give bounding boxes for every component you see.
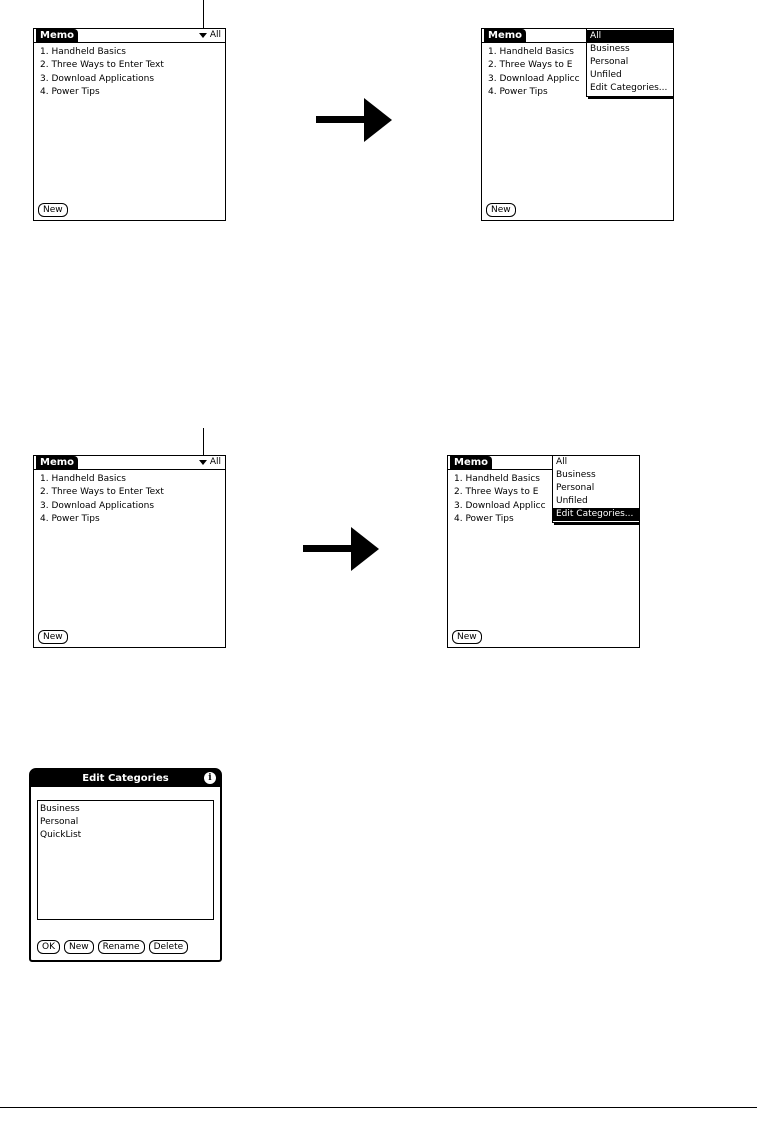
- list-item[interactable]: 2. Three Ways to E: [488, 60, 573, 71]
- titlebar: Memo All: [34, 456, 225, 470]
- memo-list: 1. Handheld Basics 2. Three Ways to Ente…: [40, 46, 164, 99]
- list-item[interactable]: QuickList: [40, 830, 82, 840]
- app-title: Memo: [36, 456, 79, 469]
- memo-screen-2: Memo 1. Handheld Basics 2. Three Ways to…: [481, 28, 674, 221]
- category-list: Business Personal QuickList: [37, 800, 214, 920]
- category-option-all[interactable]: All: [556, 457, 568, 467]
- arrow-right-1: [316, 98, 392, 142]
- memo-screen-1: Memo All 1. Handheld Basics 2. Three Way…: [33, 28, 226, 221]
- list-item[interactable]: 1. Handheld Basics: [40, 474, 126, 484]
- list-item[interactable]: 2. Three Ways to Enter Text: [40, 60, 164, 71]
- list-item[interactable]: Personal: [40, 817, 79, 827]
- list-item[interactable]: 2. Three Ways to Enter Text: [40, 487, 164, 498]
- chevron-down-icon: [198, 33, 207, 38]
- page-divider: [0, 1107, 757, 1108]
- new-button[interactable]: New: [452, 630, 482, 644]
- category-option-business[interactable]: Business: [590, 44, 630, 54]
- list-item[interactable]: 4. Power Tips: [454, 513, 514, 524]
- list-item[interactable]: 1. Handheld Basics: [454, 474, 540, 484]
- category-popup: All Business Personal Unfiled Edit Categ…: [552, 456, 639, 523]
- category-option-edit[interactable]: Edit Categories...: [590, 83, 668, 93]
- new-button[interactable]: New: [38, 203, 68, 217]
- new-category-button[interactable]: New: [64, 940, 94, 954]
- list-item[interactable]: 4. Power Tips: [40, 86, 100, 97]
- category-option-all[interactable]: All: [587, 30, 673, 43]
- category-picker[interactable]: All: [198, 456, 221, 469]
- category-label: All: [209, 30, 221, 40]
- list-item[interactable]: 3. Download Applications: [40, 73, 155, 84]
- chevron-down-icon: [198, 460, 207, 465]
- list-item[interactable]: 3. Download Applicc: [454, 500, 546, 511]
- memo-list: 1. Handheld Basics 2. Three Ways to E 3.…: [454, 473, 546, 526]
- app-title: Memo: [450, 456, 493, 469]
- new-button[interactable]: New: [38, 630, 68, 644]
- callout-line-1: [203, 0, 204, 30]
- ok-button[interactable]: OK: [37, 940, 60, 954]
- list-item[interactable]: 3. Download Applicc: [488, 73, 580, 84]
- category-option-edit[interactable]: Edit Categories...: [553, 508, 639, 521]
- memo-list: 1. Handheld Basics 2. Three Ways to E 3.…: [488, 46, 580, 99]
- titlebar: Memo: [448, 456, 639, 470]
- list-item[interactable]: 1. Handheld Basics: [40, 47, 126, 57]
- list-item[interactable]: 4. Power Tips: [40, 513, 100, 524]
- category-option-personal[interactable]: Personal: [556, 483, 595, 493]
- dialog-title: Edit Categories i: [31, 770, 220, 787]
- memo-screen-4: Memo 1. Handheld Basics 2. Three Ways to…: [447, 455, 640, 648]
- category-label: All: [209, 457, 221, 467]
- category-picker[interactable]: All: [198, 29, 221, 42]
- info-icon[interactable]: i: [204, 772, 216, 784]
- list-item[interactable]: 1. Handheld Basics: [488, 47, 574, 57]
- category-option-personal[interactable]: Personal: [590, 57, 629, 67]
- titlebar: Memo: [482, 29, 673, 43]
- category-option-unfiled[interactable]: Unfiled: [556, 496, 588, 506]
- app-title: Memo: [36, 29, 79, 42]
- list-item[interactable]: Business: [40, 804, 80, 814]
- new-button[interactable]: New: [486, 203, 516, 217]
- app-title: Memo: [484, 29, 527, 42]
- callout-line-2: [203, 428, 204, 458]
- titlebar: Memo All: [34, 29, 225, 43]
- category-option-unfiled[interactable]: Unfiled: [590, 70, 622, 80]
- delete-button[interactable]: Delete: [148, 940, 189, 954]
- list-item[interactable]: 3. Download Applications: [40, 500, 155, 511]
- list-item[interactable]: 4. Power Tips: [488, 86, 548, 97]
- dialog-buttons: OK New Rename Delete: [37, 940, 189, 954]
- arrow-right-2: [303, 527, 379, 571]
- rename-button[interactable]: Rename: [97, 940, 145, 954]
- category-popup: All Business Personal Unfiled Edit Categ…: [586, 29, 673, 97]
- list-item[interactable]: 2. Three Ways to E: [454, 487, 539, 498]
- dialog-title-text: Edit Categories: [82, 773, 169, 784]
- category-option-business[interactable]: Business: [556, 470, 596, 480]
- edit-categories-dialog: Edit Categories i Business Personal Quic…: [29, 768, 222, 962]
- memo-screen-3: Memo All 1. Handheld Basics 2. Three Way…: [33, 455, 226, 648]
- memo-list: 1. Handheld Basics 2. Three Ways to Ente…: [40, 473, 164, 526]
